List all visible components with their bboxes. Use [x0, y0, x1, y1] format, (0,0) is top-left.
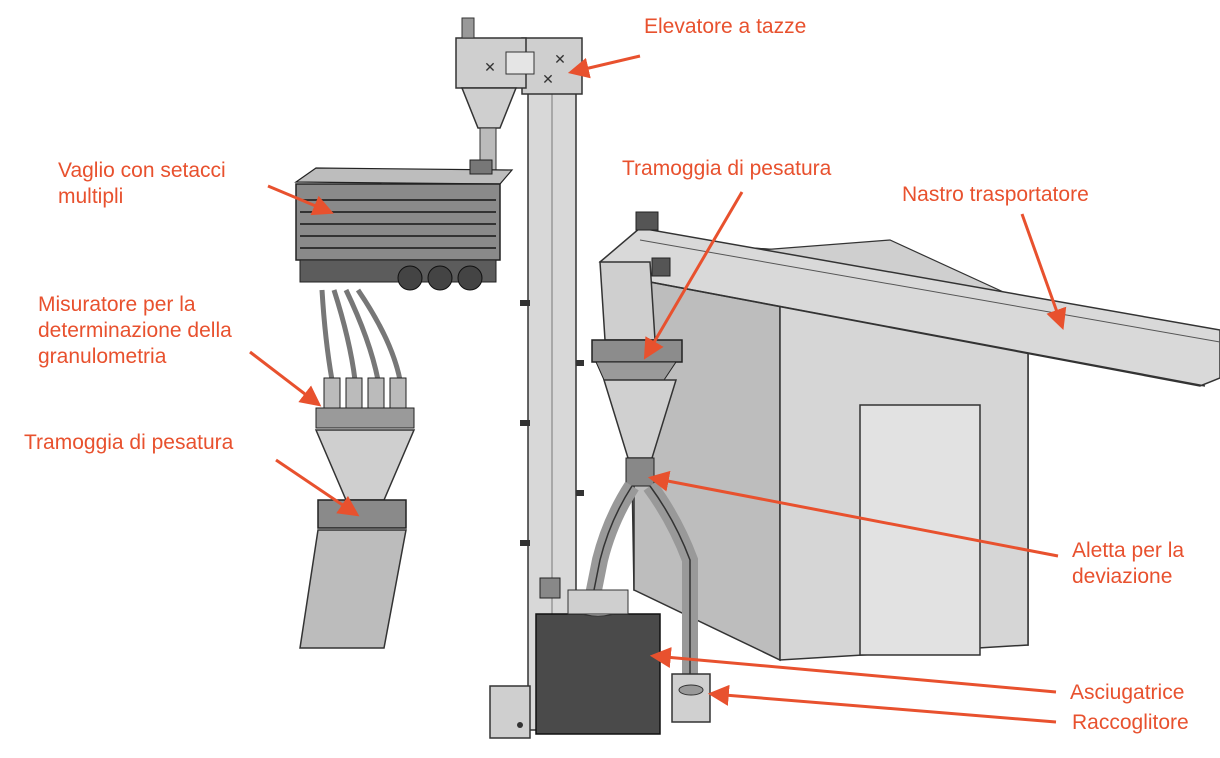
control-panel — [489, 685, 531, 739]
callout-arrows — [249, 54, 1067, 724]
label-nastro: Nastro trasportatore — [902, 183, 1089, 206]
svg-text:✕: ✕ — [542, 71, 554, 87]
label-elevatore: Elevatore a tazze — [644, 15, 807, 38]
conveyor-motor — [635, 211, 659, 231]
arrow-nastro — [1020, 213, 1067, 330]
svg-text:✕: ✕ — [554, 51, 566, 67]
weighing-hopper-left — [299, 429, 416, 649]
arrow-tramoggia-right — [643, 191, 744, 360]
arrow-vaglio — [267, 184, 334, 216]
svg-text:✕: ✕ — [484, 59, 496, 75]
granulometry-measurers — [315, 377, 415, 429]
label-misuratore: Misuratore per la determinazione della g… — [38, 293, 232, 368]
label-aletta: Aletta per la deviazione — [1072, 539, 1185, 588]
label-tramoggia-left: Tramoggia di pesatura — [24, 431, 234, 454]
multi-screen-sieve — [294, 159, 514, 291]
arrow-misuratore — [249, 350, 322, 407]
label-asciugatrice: Asciugatrice — [1070, 681, 1185, 704]
label-raccoglitore: Raccoglitore — [1072, 711, 1189, 734]
label-tramoggia-right: Tramoggia di pesatura — [622, 157, 832, 180]
collector — [671, 673, 711, 723]
label-vaglio: Vaglio con setacci multipli — [58, 159, 226, 208]
deviation-flap — [625, 457, 655, 487]
dryer — [489, 577, 661, 739]
arrow-tramoggia-left — [275, 458, 360, 517]
arrow-aletta — [647, 470, 1059, 558]
arrow-elevatore — [567, 54, 641, 79]
sieve-outlet-tubes — [319, 288, 403, 381]
arrow-raccoglitore — [707, 684, 1057, 724]
arrow-asciugatrice — [649, 647, 1057, 694]
building — [627, 239, 1062, 662]
conveyor-belt — [598, 211, 1220, 387]
